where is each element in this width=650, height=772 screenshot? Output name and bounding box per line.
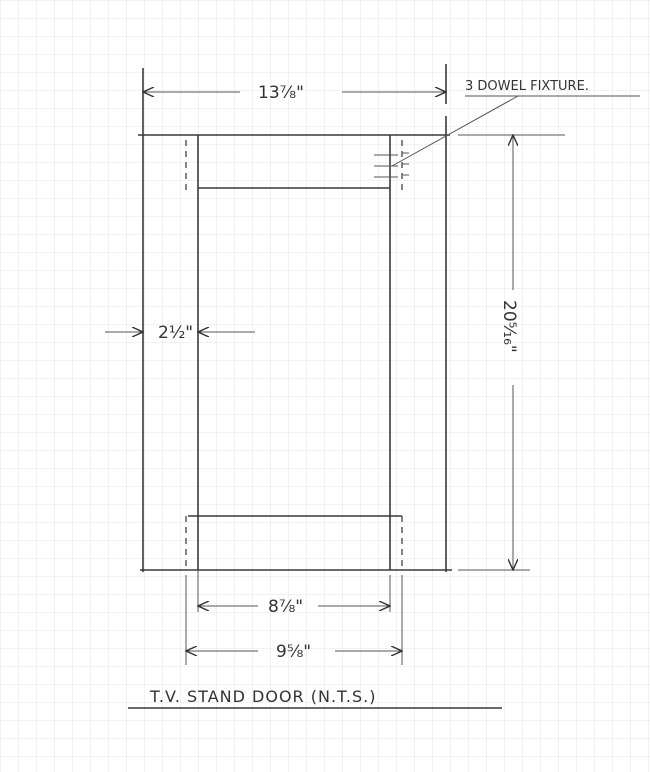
- dim-overall-height: 20⁵⁄₁₆": [458, 135, 565, 570]
- svg-text:8⅞": 8⅞": [268, 597, 303, 617]
- dim-inner-width: 8⅞": [198, 570, 390, 617]
- dowel-marks: [374, 152, 409, 178]
- drawing-title: T.V. STAND DOOR (N.T.S.): [128, 687, 502, 709]
- svg-text:13⅞": 13⅞": [258, 83, 304, 103]
- leader-line: [391, 95, 519, 167]
- svg-text:9⅝": 9⅝": [276, 642, 311, 662]
- dim-stile-width: 2½": [105, 323, 255, 343]
- dim-rail-length: 9⅝": [186, 575, 402, 665]
- note-label: 3 DOWEL FIXTURE.: [465, 79, 589, 94]
- svg-text:2½": 2½": [158, 323, 193, 343]
- dim-overall-width: 13⅞": [143, 83, 446, 103]
- door-outline: [138, 64, 452, 572]
- svg-text:20⁵⁄₁₆": 20⁵⁄₁₆": [499, 300, 519, 353]
- note-dowel-fixture: 3 DOWEL FIXTURE.: [391, 79, 640, 167]
- svg-text:T.V. STAND DOOR (N.T.S.): T.V. STAND DOOR (N.T.S.): [149, 687, 376, 706]
